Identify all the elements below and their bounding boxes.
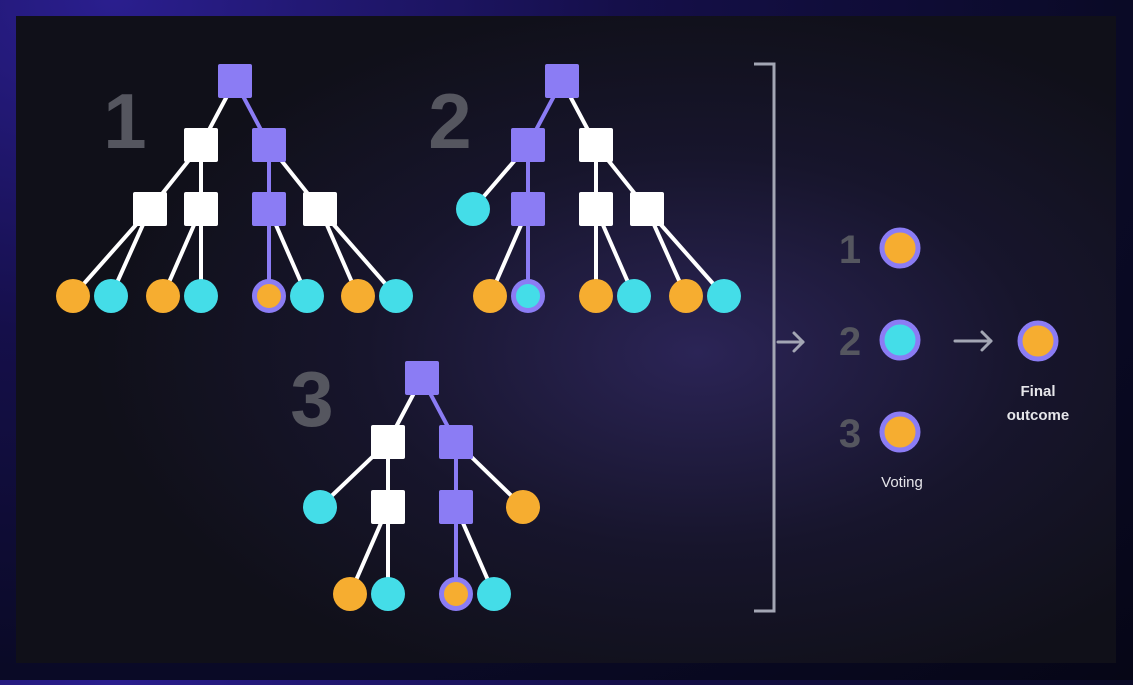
tree-1-leaf-cyan [379, 279, 413, 313]
tree-3-leaf-orange [506, 490, 540, 524]
tree-2-leaf-cyan [617, 279, 651, 313]
tree-1-leaf-orange [341, 279, 375, 313]
tree-number-3: 3 [290, 355, 333, 443]
tree-2-split-node [630, 192, 664, 226]
tree-1-split-node [184, 128, 218, 162]
arrow-right-icon [776, 331, 805, 353]
tree-2-split-node [579, 128, 613, 162]
tree-1-split-node-active [252, 192, 286, 226]
tree-number-1: 1 [103, 77, 146, 165]
tree-2-leaf-orange [473, 279, 507, 313]
tree-1-split-node [303, 192, 337, 226]
tree-2-split-node-active [511, 192, 545, 226]
tree-1-split-node-active [252, 128, 286, 162]
tree-3: 3 [290, 355, 540, 611]
tree-3-leaf-orange [333, 577, 367, 611]
tree-1-leaf-cyan [290, 279, 324, 313]
arrow-right-icon [953, 330, 993, 352]
final-outcome-label-line2: outcome [1007, 407, 1070, 424]
final-outcome-label-line1: Final [1020, 383, 1055, 400]
tree-3-split-node [371, 490, 405, 524]
tree-number-2: 2 [428, 77, 471, 165]
tree-3-split-node-active [439, 490, 473, 524]
tree-2-root-node [545, 64, 579, 98]
tree-1-selected-leaf [252, 279, 286, 313]
tree-1-split-node [184, 192, 218, 226]
tree-2-split-node [579, 192, 613, 226]
final-outcome: Final outcome [1007, 320, 1070, 424]
tree-1-leaf-cyan [94, 279, 128, 313]
tree-1: 1 [56, 64, 413, 313]
tree-3-leaf-cyan [477, 577, 511, 611]
diagram-panel [16, 16, 1116, 663]
tree-3-split-node [371, 425, 405, 459]
vote-result-1 [879, 227, 921, 269]
tree-3-leaf-cyan [371, 577, 405, 611]
voting-label: Voting [881, 474, 923, 491]
vote-result-2 [879, 319, 921, 361]
aggregation-bracket [754, 62, 776, 613]
tree-2-leaf-orange [579, 279, 613, 313]
vote-result-3 [879, 411, 921, 453]
voting-panel: 1 2 3 Voting [839, 227, 923, 491]
vote-number-2: 2 [839, 320, 861, 364]
vote-number-1: 1 [839, 228, 861, 272]
tree-3-selected-leaf [439, 577, 473, 611]
tree-2-split-node-active [511, 128, 545, 162]
tree-2-leaf-orange [669, 279, 703, 313]
tree-1-leaf-cyan [184, 279, 218, 313]
tree-2: 2 [428, 64, 741, 313]
tree-3-root-node [405, 361, 439, 395]
vote-number-3: 3 [839, 412, 861, 456]
tree-2-leaf-cyan [707, 279, 741, 313]
tree-1-root-node [218, 64, 252, 98]
tree-1-leaf-orange [146, 279, 180, 313]
tree-3-leaf-cyan [303, 490, 337, 524]
final-outcome-result [1017, 320, 1059, 362]
tree-2-leaf-cyan [456, 192, 490, 226]
tree-1-leaf-orange [56, 279, 90, 313]
tree-3-split-node-active [439, 425, 473, 459]
tree-2-selected-leaf [511, 279, 545, 313]
tree-1-split-node [133, 192, 167, 226]
